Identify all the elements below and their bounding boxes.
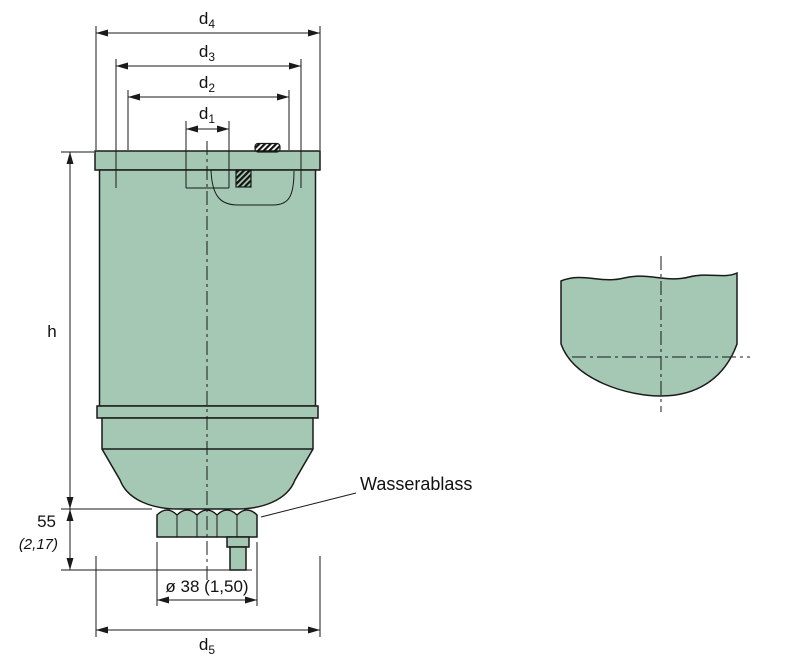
gasket-section-inner — [235, 169, 252, 188]
dimension-lower-height: 55 (2,17) — [19, 509, 252, 571]
leader-line — [260, 492, 357, 518]
dimension-d4: d4 — [95, 9, 321, 150]
callout-water-drain: Wasserablass — [260, 474, 472, 518]
dimensions: d4 d3 d2 d1 h — [19, 9, 321, 657]
dim-label-d3: d3 — [199, 42, 215, 64]
dimension-drain: ø 38 (1,50) — [156, 542, 258, 606]
filter-front-view — [94, 142, 321, 571]
dim-label-d5: d5 — [199, 635, 215, 657]
dim-label-55-inch: (2,17) — [19, 536, 58, 553]
dim-label-h: h — [47, 322, 56, 341]
dimension-h: h — [47, 151, 152, 510]
dim-label-drain: ø 38 (1,50) — [165, 577, 248, 596]
drain-tube-collar — [226, 536, 250, 548]
drain-tube — [229, 546, 247, 571]
filter-side-partial-view — [560, 256, 750, 412]
dimension-d1: d1 — [185, 104, 230, 188]
filter-bowl — [101, 417, 314, 510]
dim-label-d2: d2 — [199, 73, 215, 95]
dimension-d5: d5 — [95, 556, 321, 657]
dimension-d3: d3 — [115, 42, 302, 188]
dim-label-d4: d4 — [199, 9, 215, 31]
gasket-section-top — [254, 142, 281, 153]
dim-label-55: 55 — [37, 512, 56, 531]
inlet-trough-section — [210, 169, 295, 206]
dim-label-d1: d1 — [199, 104, 215, 126]
water-drain-label: Wasserablass — [360, 474, 472, 494]
dimension-d2: d2 — [127, 73, 290, 150]
side-view-body — [560, 271, 738, 397]
